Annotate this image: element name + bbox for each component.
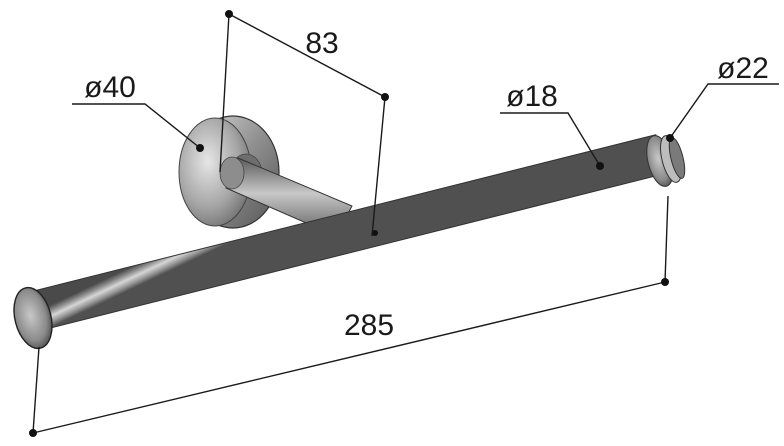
- dimension-dot: [29, 429, 37, 437]
- label-rosette-diameter: ø40: [84, 71, 136, 104]
- dimension-dot: [196, 144, 204, 152]
- dimension-dot: [596, 162, 604, 170]
- dimension-labels: 83 ø40 ø18 ø22 285: [84, 27, 769, 342]
- label-bar-diameter: ø18: [506, 80, 558, 113]
- dimension-dot: [381, 93, 389, 101]
- dimension-dot: [372, 230, 378, 236]
- label-wall-offset: 83: [305, 27, 338, 60]
- label-end-cap-diameter: ø22: [717, 52, 769, 85]
- dimension-dot: [225, 10, 233, 18]
- dimension-dot: [661, 278, 669, 286]
- product-illustration: [13, 115, 686, 350]
- holder-bar: [13, 134, 686, 350]
- dimension-lines: [29, 10, 779, 437]
- end-cap-right: [646, 135, 686, 187]
- mounting-arm: [219, 156, 353, 237]
- dimension-dot: [666, 134, 674, 142]
- label-bar-length: 285: [344, 309, 394, 342]
- end-cap-left: [13, 286, 53, 350]
